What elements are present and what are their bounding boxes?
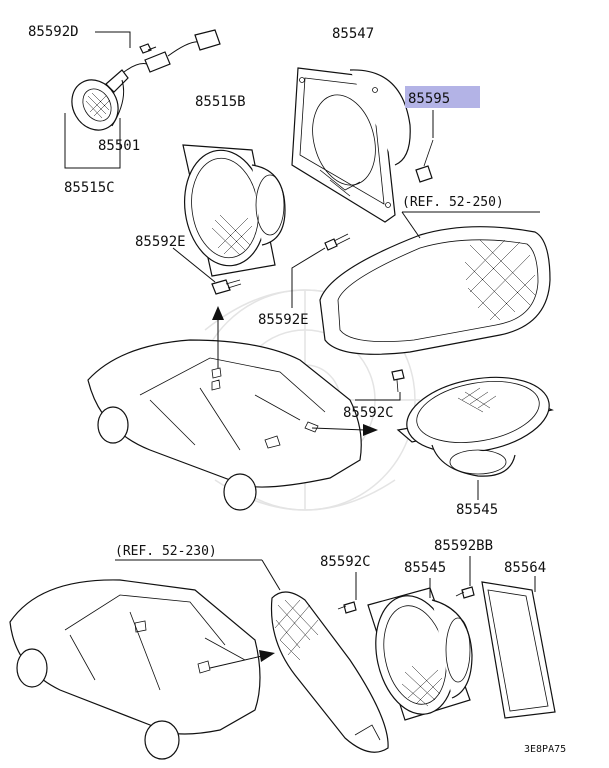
arrow-right-to-trim — [209, 650, 275, 669]
part-85595-highlight — [405, 86, 480, 108]
speaker-85515B — [182, 144, 286, 277]
speaker-85545-upper — [396, 376, 554, 477]
label-85501: 85501 — [98, 138, 140, 154]
arrow-right-to-85545 — [311, 424, 378, 436]
bracket-85547 — [291, 67, 411, 223]
label-85515C: 85515C — [64, 180, 115, 196]
label-ref-52-230: (REF. 52-230) — [115, 544, 217, 559]
label-85592E-left: 85592E — [135, 234, 186, 250]
label-85592C-upper: 85592C — [343, 405, 394, 421]
trim-panel-ref-52-230 — [270, 591, 389, 753]
gasket-85564 — [481, 581, 556, 719]
clip-85595 — [415, 139, 434, 183]
screw-85592C-upper — [391, 369, 405, 393]
screw-85592BB — [455, 586, 475, 599]
label-85545-lower: 85545 — [404, 560, 446, 576]
label-85515B: 85515B — [195, 94, 246, 110]
label-85592BB: 85592BB — [434, 538, 493, 554]
screw-85592D — [139, 43, 157, 54]
arrow-up-to-85515B — [212, 306, 224, 368]
label-85595: 85595 — [408, 91, 450, 107]
screw-85592C-lower — [337, 601, 357, 614]
tweeter-assembly — [71, 29, 221, 131]
screw-85592E-left — [211, 279, 242, 295]
label-85545-upper: 85545 — [456, 502, 498, 518]
diagram-code: 3E8PA75 — [524, 744, 566, 755]
hatchback-car-body — [9, 579, 261, 760]
speaker-85545-lower — [367, 587, 473, 721]
sedan-car-body — [87, 339, 362, 511]
label-85564: 85564 — [504, 560, 546, 576]
label-85592C-lower: 85592C — [320, 554, 371, 570]
label-85592D: 85592D — [28, 24, 79, 40]
label-ref-52-250: (REF. 52-250) — [402, 195, 504, 210]
screw-85592E-right — [324, 233, 351, 251]
label-85592E-right: 85592E — [258, 312, 309, 328]
label-85547: 85547 — [332, 26, 374, 42]
grille-ref-52-250 — [319, 226, 551, 355]
